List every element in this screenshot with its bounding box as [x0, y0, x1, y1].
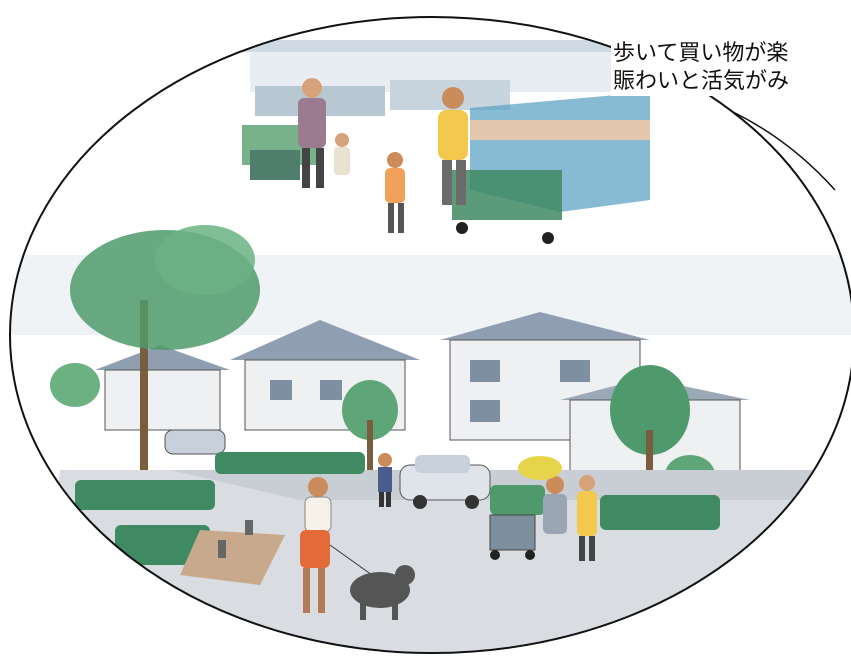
house	[230, 320, 420, 431]
dog	[350, 572, 410, 608]
shopping-cart	[452, 170, 562, 220]
trees	[50, 225, 715, 500]
tree	[610, 365, 690, 455]
woman-walking-dog	[300, 477, 415, 620]
pedestrian	[378, 453, 392, 507]
shopping-cart	[250, 150, 300, 180]
shop-scene	[238, 40, 658, 244]
shopper	[438, 87, 468, 205]
hedges	[75, 452, 720, 565]
caption-line-2: 賑わいと活気がみ	[613, 69, 790, 94]
shopper	[298, 78, 326, 188]
caption-line-1: 歩いて買い物が楽	[613, 41, 789, 66]
frame-oval	[9, 16, 851, 654]
tree	[342, 380, 398, 440]
child	[385, 152, 405, 233]
child	[334, 133, 350, 175]
parked-car	[164, 429, 226, 455]
shoppers-group	[489, 456, 597, 561]
parked-car	[399, 455, 491, 509]
houses	[95, 312, 750, 481]
house	[95, 345, 230, 431]
callout-pointer	[732, 111, 836, 191]
caption-callout: 歩いて買い物が楽 賑わいと活気がみ	[611, 40, 851, 96]
